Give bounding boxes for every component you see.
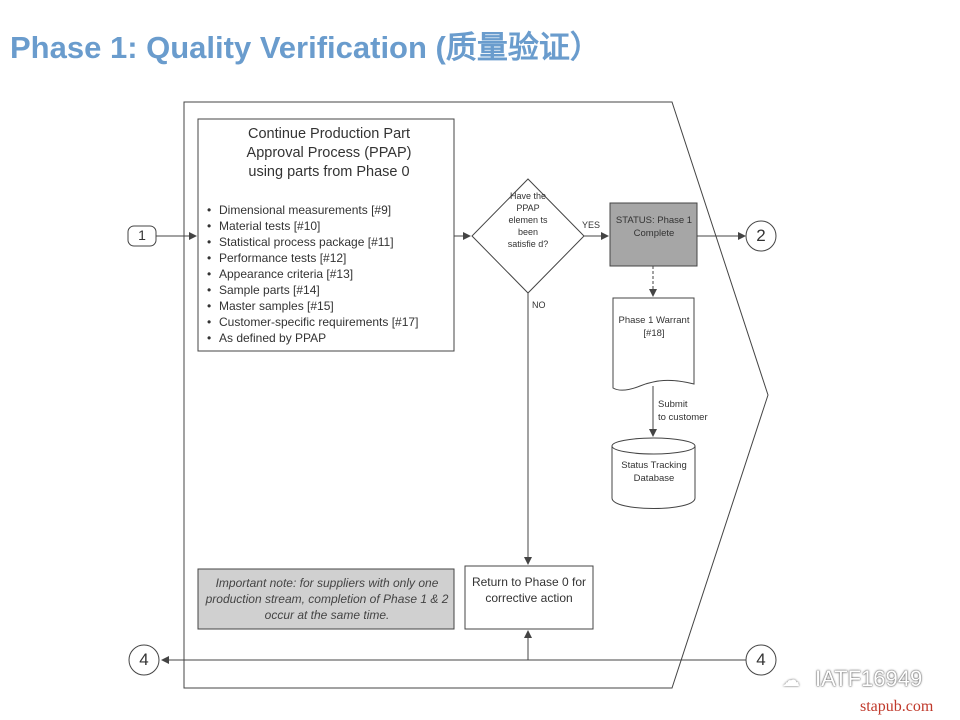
status-text: STATUS: Phase 1 Complete: [615, 215, 693, 239]
connector-1-label: 1: [138, 227, 146, 243]
no-label: NO: [532, 300, 546, 310]
note-text: Important note: for suppliers with only …: [205, 576, 449, 622]
list-item: Statistical process package [#11]: [207, 234, 418, 250]
connector-2-label: 2: [756, 226, 766, 245]
list-item: Sample parts [#14]: [207, 282, 418, 298]
warrant-text: Phase 1 Warrant [#18]: [618, 315, 690, 339]
list-item: Appearance criteria [#13]: [207, 266, 418, 282]
list-item: As defined by PPAP: [207, 330, 418, 346]
list-item: Performance tests [#12]: [207, 250, 418, 266]
page-title: Phase 1: Quality Verification (质量验证）: [10, 30, 601, 65]
note-box: [197, 568, 455, 630]
connector-4-right-shape: [745, 644, 777, 676]
submit-label: Submit to customer: [658, 399, 708, 423]
connector-2-shape: [745, 220, 777, 252]
database-text: Status Tracking Database: [621, 460, 687, 484]
database-cylinder: [611, 446, 696, 509]
watermark-brand: IATF16949: [815, 666, 923, 691]
phase-frame: [183, 101, 769, 689]
connector-4-left-shape: [128, 644, 160, 676]
database-top: [611, 437, 696, 455]
status-box: [609, 202, 698, 267]
connector-4-right-label: 4: [756, 650, 766, 669]
wechat-icon: ☁: [782, 670, 800, 690]
list-item: Dimensional measurements [#9]: [207, 202, 418, 218]
ppap-item-list: Dimensional measurements [#9] Material t…: [207, 202, 418, 346]
ppap-box-title: Continue Production Part Approval Proces…: [246, 126, 412, 180]
return-box: [464, 565, 594, 630]
decision-text: Have the PPAP elemen ts been satisfie d?: [507, 191, 549, 249]
list-item: Material tests [#10]: [207, 218, 418, 234]
warrant-document: [612, 297, 695, 391]
connector-4-left-label: 4: [139, 650, 149, 669]
list-item: Customer-specific requirements [#17]: [207, 314, 418, 330]
yes-label: YES: [582, 220, 601, 230]
return-text: Return to Phase 0 for corrective action: [471, 575, 587, 605]
list-item: Master samples [#15]: [207, 298, 418, 314]
watermark-site: stapub.com: [860, 698, 934, 715]
